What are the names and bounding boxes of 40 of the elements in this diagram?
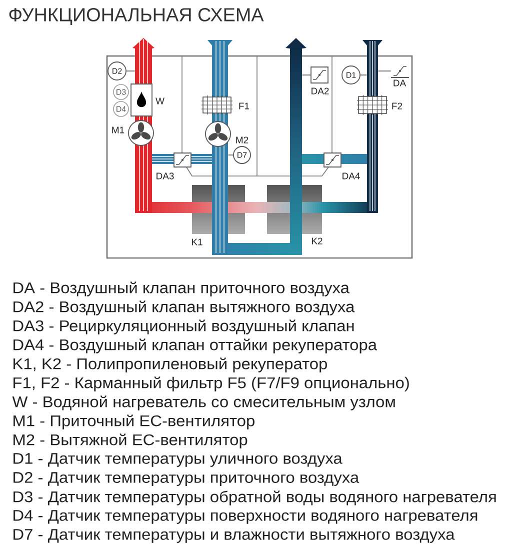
fan-symbol — [205, 121, 231, 147]
leader-line — [228, 154, 234, 156]
component-label: F2 — [392, 102, 402, 110]
legend-text: DA3 - Рециркуляционный воздушный клапан — [14, 320, 354, 334]
component-label: DA2 — [312, 88, 329, 94]
legend-text: DA - Воздушный клапан приточного воздуха — [14, 282, 350, 296]
component-label: W — [156, 98, 164, 104]
filter-grid — [356, 94, 388, 116]
fan-symbol — [128, 120, 154, 146]
title: ФУНКЦИОНАЛЬНАЯ СХЕМА — [9, 8, 264, 25]
component-label: M2 — [236, 136, 248, 144]
component-label: K2 — [312, 238, 322, 244]
component-label: K1 — [192, 238, 202, 246]
legend-text: D1 - Датчик температуры уличного воздуха — [14, 453, 342, 467]
component-label: DA4 — [342, 172, 360, 180]
filter-grid — [201, 95, 233, 115]
leader-line — [378, 70, 392, 72]
legend-text: M1 - Приточный ЕС-вентилятор — [14, 414, 254, 430]
component-label: F1 — [239, 102, 250, 110]
legend-text: D3 - Датчик температуры обратной воды водяного нагревателя — [14, 490, 496, 506]
component-label: DA3 — [156, 172, 174, 180]
legend-text: DA2 - Воздушный клапан вытяжного воздуха — [14, 300, 355, 316]
air-duct — [286, 38, 306, 255]
component-label: M1 — [112, 126, 124, 134]
legend-text: D4 - Датчик температуры поверхности водяного нагревателя — [14, 510, 478, 524]
damper-symbol — [174, 152, 192, 168]
legend-text: D2 - Датчик температуры приточного воздуха — [14, 472, 360, 486]
legend-text: W - Водяной нагреватель со смесительным узлом — [12, 396, 395, 410]
legend-text: M2 - Вытяжной ЕС-вентилятор — [14, 434, 248, 448]
leader-line — [302, 74, 311, 76]
damper-symbol — [324, 152, 342, 168]
legend-text: DA4 - Воздушный клапан оттайки рекуператора — [14, 338, 378, 354]
legend-text: K1, K2 - Полипропиленовый рекуператор — [14, 358, 327, 372]
leader-line — [360, 74, 368, 76]
damper-symbol — [390, 66, 410, 78]
legend-text: F1, F2 - Карманный фильтр F5 (F7/F9 опционально) — [14, 376, 409, 392]
legend-text: D7 - Датчик температуры и влажности вытяжного воздуха — [14, 529, 455, 543]
component-label: DA — [394, 80, 406, 86]
damper-symbol — [310, 66, 328, 84]
leader-line — [126, 70, 136, 72]
